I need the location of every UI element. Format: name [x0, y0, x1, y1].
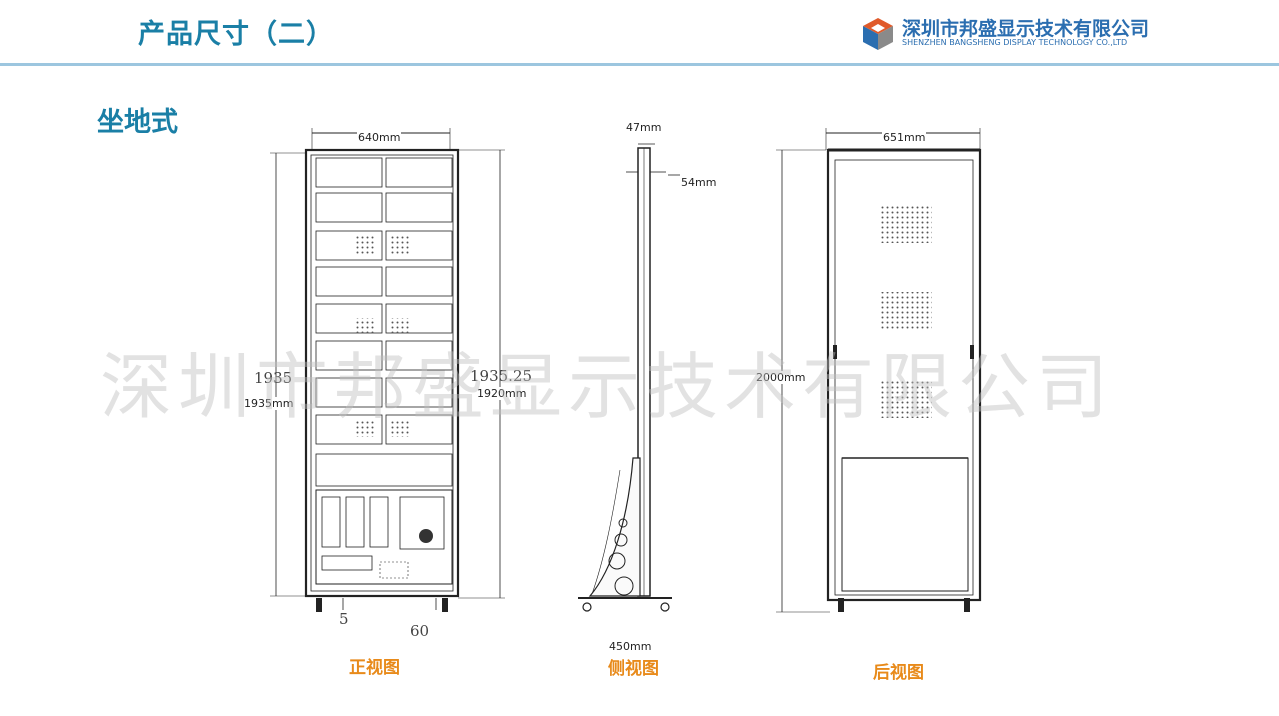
front-width-label: 640mm	[357, 131, 402, 144]
front-bottom-label-b: 60	[410, 622, 430, 640]
logo-name-cn: 深圳市邦盛显示技术有限公司	[902, 18, 1150, 40]
side-view-caption: 侧视图	[608, 659, 659, 679]
rear-view-caption: 后视图	[873, 663, 924, 683]
front-right-label-large: 1935.25	[470, 367, 533, 385]
front-height-label-large: 1935	[254, 369, 293, 387]
logo-cube-icon	[863, 18, 893, 50]
side-view	[578, 143, 680, 612]
side-base-label: 450mm	[608, 640, 653, 653]
side-top-label: 47mm	[625, 121, 663, 134]
rear-width-label: 651mm	[882, 131, 927, 144]
front-view	[270, 128, 505, 612]
company-logo: 深圳市邦盛显示技术有限公司 SHENZHEN BANGSHENG DISPLAY…	[860, 14, 1150, 54]
front-height-label: 1935mm	[243, 397, 295, 410]
header-divider	[0, 63, 1279, 66]
rear-height-label: 2000mm	[755, 371, 807, 384]
front-bottom-label-a: 5	[339, 610, 349, 628]
side-depth-label: 54mm	[680, 176, 718, 189]
rear-view	[776, 128, 982, 613]
page-title: 产品尺寸（二）	[138, 19, 334, 50]
front-view-caption: 正视图	[349, 658, 400, 678]
front-right-label: 1920mm	[476, 387, 528, 400]
section-title: 坐地式	[97, 107, 178, 138]
logo-name-en: SHENZHEN BANGSHENG DISPLAY TECHNOLOGY CO…	[902, 38, 1128, 47]
